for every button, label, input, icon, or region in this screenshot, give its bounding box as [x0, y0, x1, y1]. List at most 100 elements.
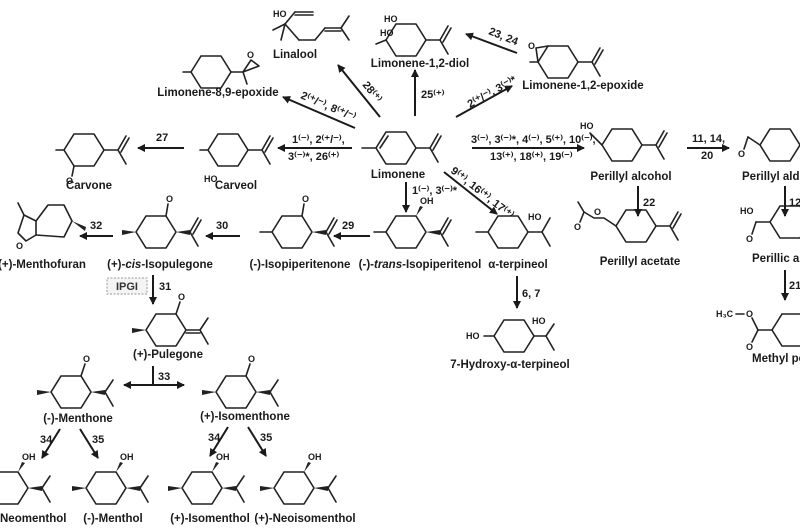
limonene-diol-structure: HO HO [375, 14, 452, 57]
linalool-structure: HO [272, 9, 350, 41]
neoisomenthol-label: (+)-Neoisomenthol [254, 513, 355, 525]
carvone-label: Carvone [66, 180, 112, 192]
step-to-hydroxy-terpineol: 6, 7 [522, 288, 540, 300]
menthone-label: (-)-Menthone [43, 413, 113, 425]
hydroxyl-label: HO [740, 206, 754, 216]
linalool-label: Linalool [273, 49, 317, 61]
perillyl-aldehyde-structure: O [738, 128, 800, 162]
perillyl-acetate-structure: O O [574, 201, 682, 243]
limonene-12-epoxide-structure: O [528, 41, 604, 79]
menthone-structure: O [37, 354, 114, 409]
carveol-structure: HO [199, 133, 274, 184]
hydroxyl-label: HO [528, 212, 542, 222]
step-neoisomenthol: 35 [260, 432, 272, 444]
carvone-structure: O [55, 133, 130, 186]
isomenthol-structure: OH [168, 452, 245, 505]
oxygen-label: O [247, 50, 254, 60]
isopiperitenone-structure: O [259, 194, 338, 249]
step-carveol-to-carvone: 27 [156, 132, 168, 144]
limonene-89-epoxide-label: Limonene-8,9-epoxide [157, 87, 278, 99]
hydroxyl-label: OH [216, 452, 230, 462]
alpha-terpineol-label: α-terpineol [488, 259, 547, 271]
methyl-perillate-label: Methyl per [752, 353, 800, 365]
ipgi-label: IPGI [116, 281, 138, 293]
oxygen-label: O [302, 194, 309, 204]
isomenthol-label: (+)-Isomenthol [170, 513, 250, 525]
perillyl-alcohol-label: Perillyl alcohol [590, 171, 671, 183]
menthofuran-label: (+)-Menthofuran [0, 259, 86, 271]
oxygen-label: O [738, 149, 745, 159]
methyl-perillate-structure: O O H₃C [716, 309, 800, 352]
perillyl-acetate-label: Perillyl acetate [600, 256, 681, 268]
arrow-to-neomenthol [41, 428, 61, 459]
hydroxyl-label: HO [466, 331, 480, 341]
hydroxyl-label: HO [380, 28, 394, 38]
perillyl-aldehyde-label: Perillyl alde [742, 171, 800, 183]
arrow-to-12-epoxide [455, 85, 513, 118]
arrow-to-isomenthol [209, 426, 229, 457]
cis-isopulegone-label: (+)-cis-Isopulegone [107, 259, 213, 271]
arrow-epoxide-to-diol [465, 32, 518, 54]
isomenthone-structure: O [202, 354, 279, 409]
step-isomenthol: 34 [208, 432, 221, 444]
arrow-to-menthol [79, 428, 99, 459]
limonene-89-epoxide-structure: O [182, 50, 260, 89]
step-to-perillyl-line2: 13⁽⁺⁾, 18⁽⁺⁾, 19⁽⁻⁾ [490, 151, 573, 163]
neomenthol-label: Neomenthol [0, 513, 66, 525]
isopiperitenone-label: (-)-Isopiperitenone [250, 259, 351, 271]
arrow-to-terpineol [443, 171, 498, 215]
step-epoxide-to-diol: 23, 24 [487, 26, 521, 49]
hydroxyl-label: OH [120, 452, 134, 462]
limonene-12-epoxide-label: Limonene-1,2-epoxide [522, 80, 643, 92]
menthofuran-structure: O [16, 202, 86, 251]
cis-isopulegone-structure: O [122, 194, 202, 249]
step-to-isopulegone: 30 [216, 220, 228, 232]
oxygen-label: O [83, 354, 90, 364]
hydroxy-terpineol-label: 7-Hydroxy-α-terpineol [450, 359, 570, 371]
arrow-to-89-epoxide [282, 96, 356, 129]
step-to-carveol-line1: 1⁽⁻⁾, 2⁽⁺/⁻⁾, [292, 134, 345, 146]
methyl-label: H₃C [716, 309, 734, 319]
step-to-linalool: 28⁽⁺⁾ [360, 79, 384, 105]
menthol-label: (-)-Menthol [83, 513, 142, 525]
step-to-terpineol: 9⁽⁺⁾, 16⁽⁺⁾, 17⁽⁺⁾ [448, 165, 516, 222]
step-to-acetate: 22 [643, 197, 655, 209]
neoisomenthol-structure: OH [260, 452, 337, 505]
step-to-isopiperitenol: 1⁽⁻⁾, 3⁽⁻⁾* [412, 185, 458, 197]
trans-isopiperitenol-structure: OH [373, 196, 452, 249]
step-neomenthol: 34 [40, 434, 53, 446]
step-to-menthofuran: 32 [90, 220, 102, 232]
pulegone-label: (+)-Pulegone [133, 349, 203, 361]
oxygen-label: O [594, 207, 601, 217]
step-to-perillyl-line1: 3⁽⁻⁾, 3⁽⁻⁾*, 4⁽⁻⁾, 5⁽⁺⁾, 10⁽⁻⁾, [471, 134, 596, 146]
pulegone-structure: O [132, 292, 209, 347]
oxygen-label: O [746, 342, 753, 352]
oxygen-label: O [746, 234, 753, 244]
hydroxyl-label: HO [204, 174, 218, 184]
step-to-carveol-line2: 3⁽⁻⁾*, 26⁽⁺⁾ [288, 151, 339, 163]
oxygen-label: O [166, 194, 173, 204]
step-to-pulegone: 31 [159, 281, 171, 293]
oxygen-label: O [66, 176, 73, 186]
hydroxyl-label: HO [580, 121, 594, 131]
oxygen-label: O [178, 292, 185, 302]
perillyl-alcohol-structure: HO [580, 121, 668, 162]
trans-isopiperitenol-label: (-)-trans-Isopiperitenol [359, 259, 482, 271]
oxygen-label: O [248, 354, 255, 364]
step-to-perillic: 12 [789, 197, 800, 209]
hydroxyl-label: OH [420, 196, 434, 206]
limonene-structure [361, 131, 442, 165]
step-to-isopiperitenone: 29 [342, 220, 354, 232]
isomenthone-label: (+)-Isomenthone [200, 411, 290, 423]
oxygen-label: O [574, 222, 581, 232]
step-to-menthones: 33 [158, 371, 170, 383]
menthol-structure: OH [72, 452, 149, 505]
arrow-to-linalool [337, 64, 381, 118]
carveol-label: Carveol [215, 180, 257, 192]
hydroxyl-label: OH [22, 452, 36, 462]
limonene-label: Limonene [371, 169, 425, 181]
hydroxy-terpineol-structure: HO HO [466, 316, 555, 353]
hydroxyl-label: OH [308, 452, 322, 462]
oxygen-label: O [528, 41, 535, 51]
